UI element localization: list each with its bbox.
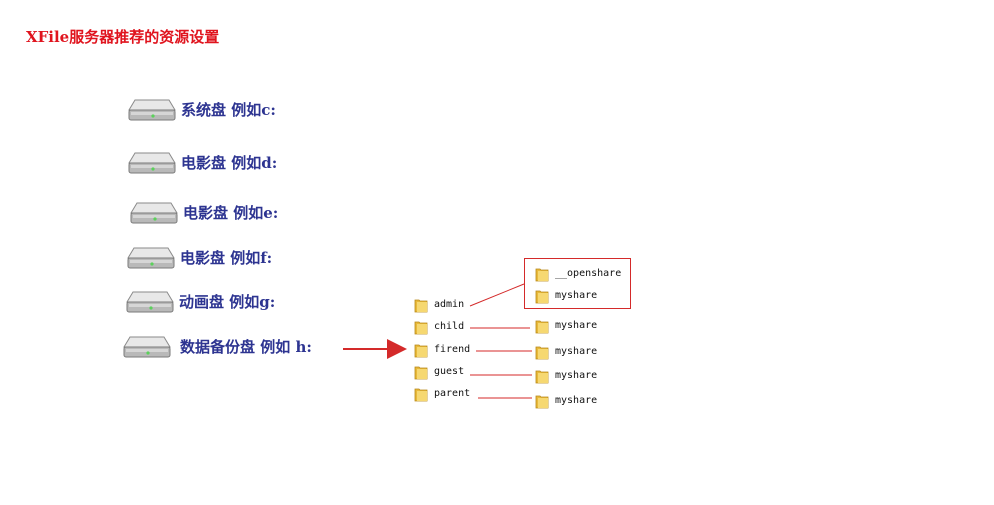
drive-label: 电影盘 例如d:	[181, 154, 278, 172]
folder-label: parent	[434, 388, 471, 399]
drive-label: 电影盘 例如e:	[183, 204, 279, 222]
folder-label: child	[434, 321, 465, 332]
hard-drive-icon	[128, 99, 176, 121]
folder-label: myshare	[555, 320, 598, 331]
folder-icon	[535, 268, 549, 282]
folder-label: __openshare	[555, 268, 622, 279]
drive-label: 动画盘 例如g:	[179, 293, 276, 311]
diagram-title: XFile服务器推荐的资源设置	[26, 28, 220, 46]
folder-label: guest	[434, 366, 465, 377]
connector-admin	[469, 283, 525, 307]
folder-icon	[535, 346, 549, 360]
folder-icon	[535, 320, 549, 334]
folder-icon	[414, 321, 428, 335]
folder-icon	[414, 299, 428, 313]
folder-icon	[535, 370, 549, 384]
hard-drive-icon	[130, 202, 178, 224]
hard-drive-icon	[123, 336, 171, 358]
drive-label: 数据备份盘 例如 h:	[180, 338, 312, 356]
folder-icon	[414, 344, 428, 358]
drive-label: 电影盘 例如f:	[180, 249, 273, 267]
admin-share-box	[524, 258, 631, 309]
drive-label: 系统盘 例如c:	[181, 101, 276, 119]
folder-icon	[535, 290, 549, 304]
folder-icon	[414, 366, 428, 380]
folder-icon	[414, 388, 428, 402]
folder-label: firend	[434, 344, 471, 355]
folder-label: myshare	[555, 346, 598, 357]
hard-drive-icon	[128, 152, 176, 174]
folder-label: myshare	[555, 290, 598, 301]
folder-icon	[535, 395, 549, 409]
folder-label: admin	[434, 299, 465, 310]
hard-drive-icon	[127, 247, 175, 269]
folder-label: myshare	[555, 370, 598, 381]
hard-drive-icon	[126, 291, 174, 313]
folder-label: myshare	[555, 395, 598, 406]
